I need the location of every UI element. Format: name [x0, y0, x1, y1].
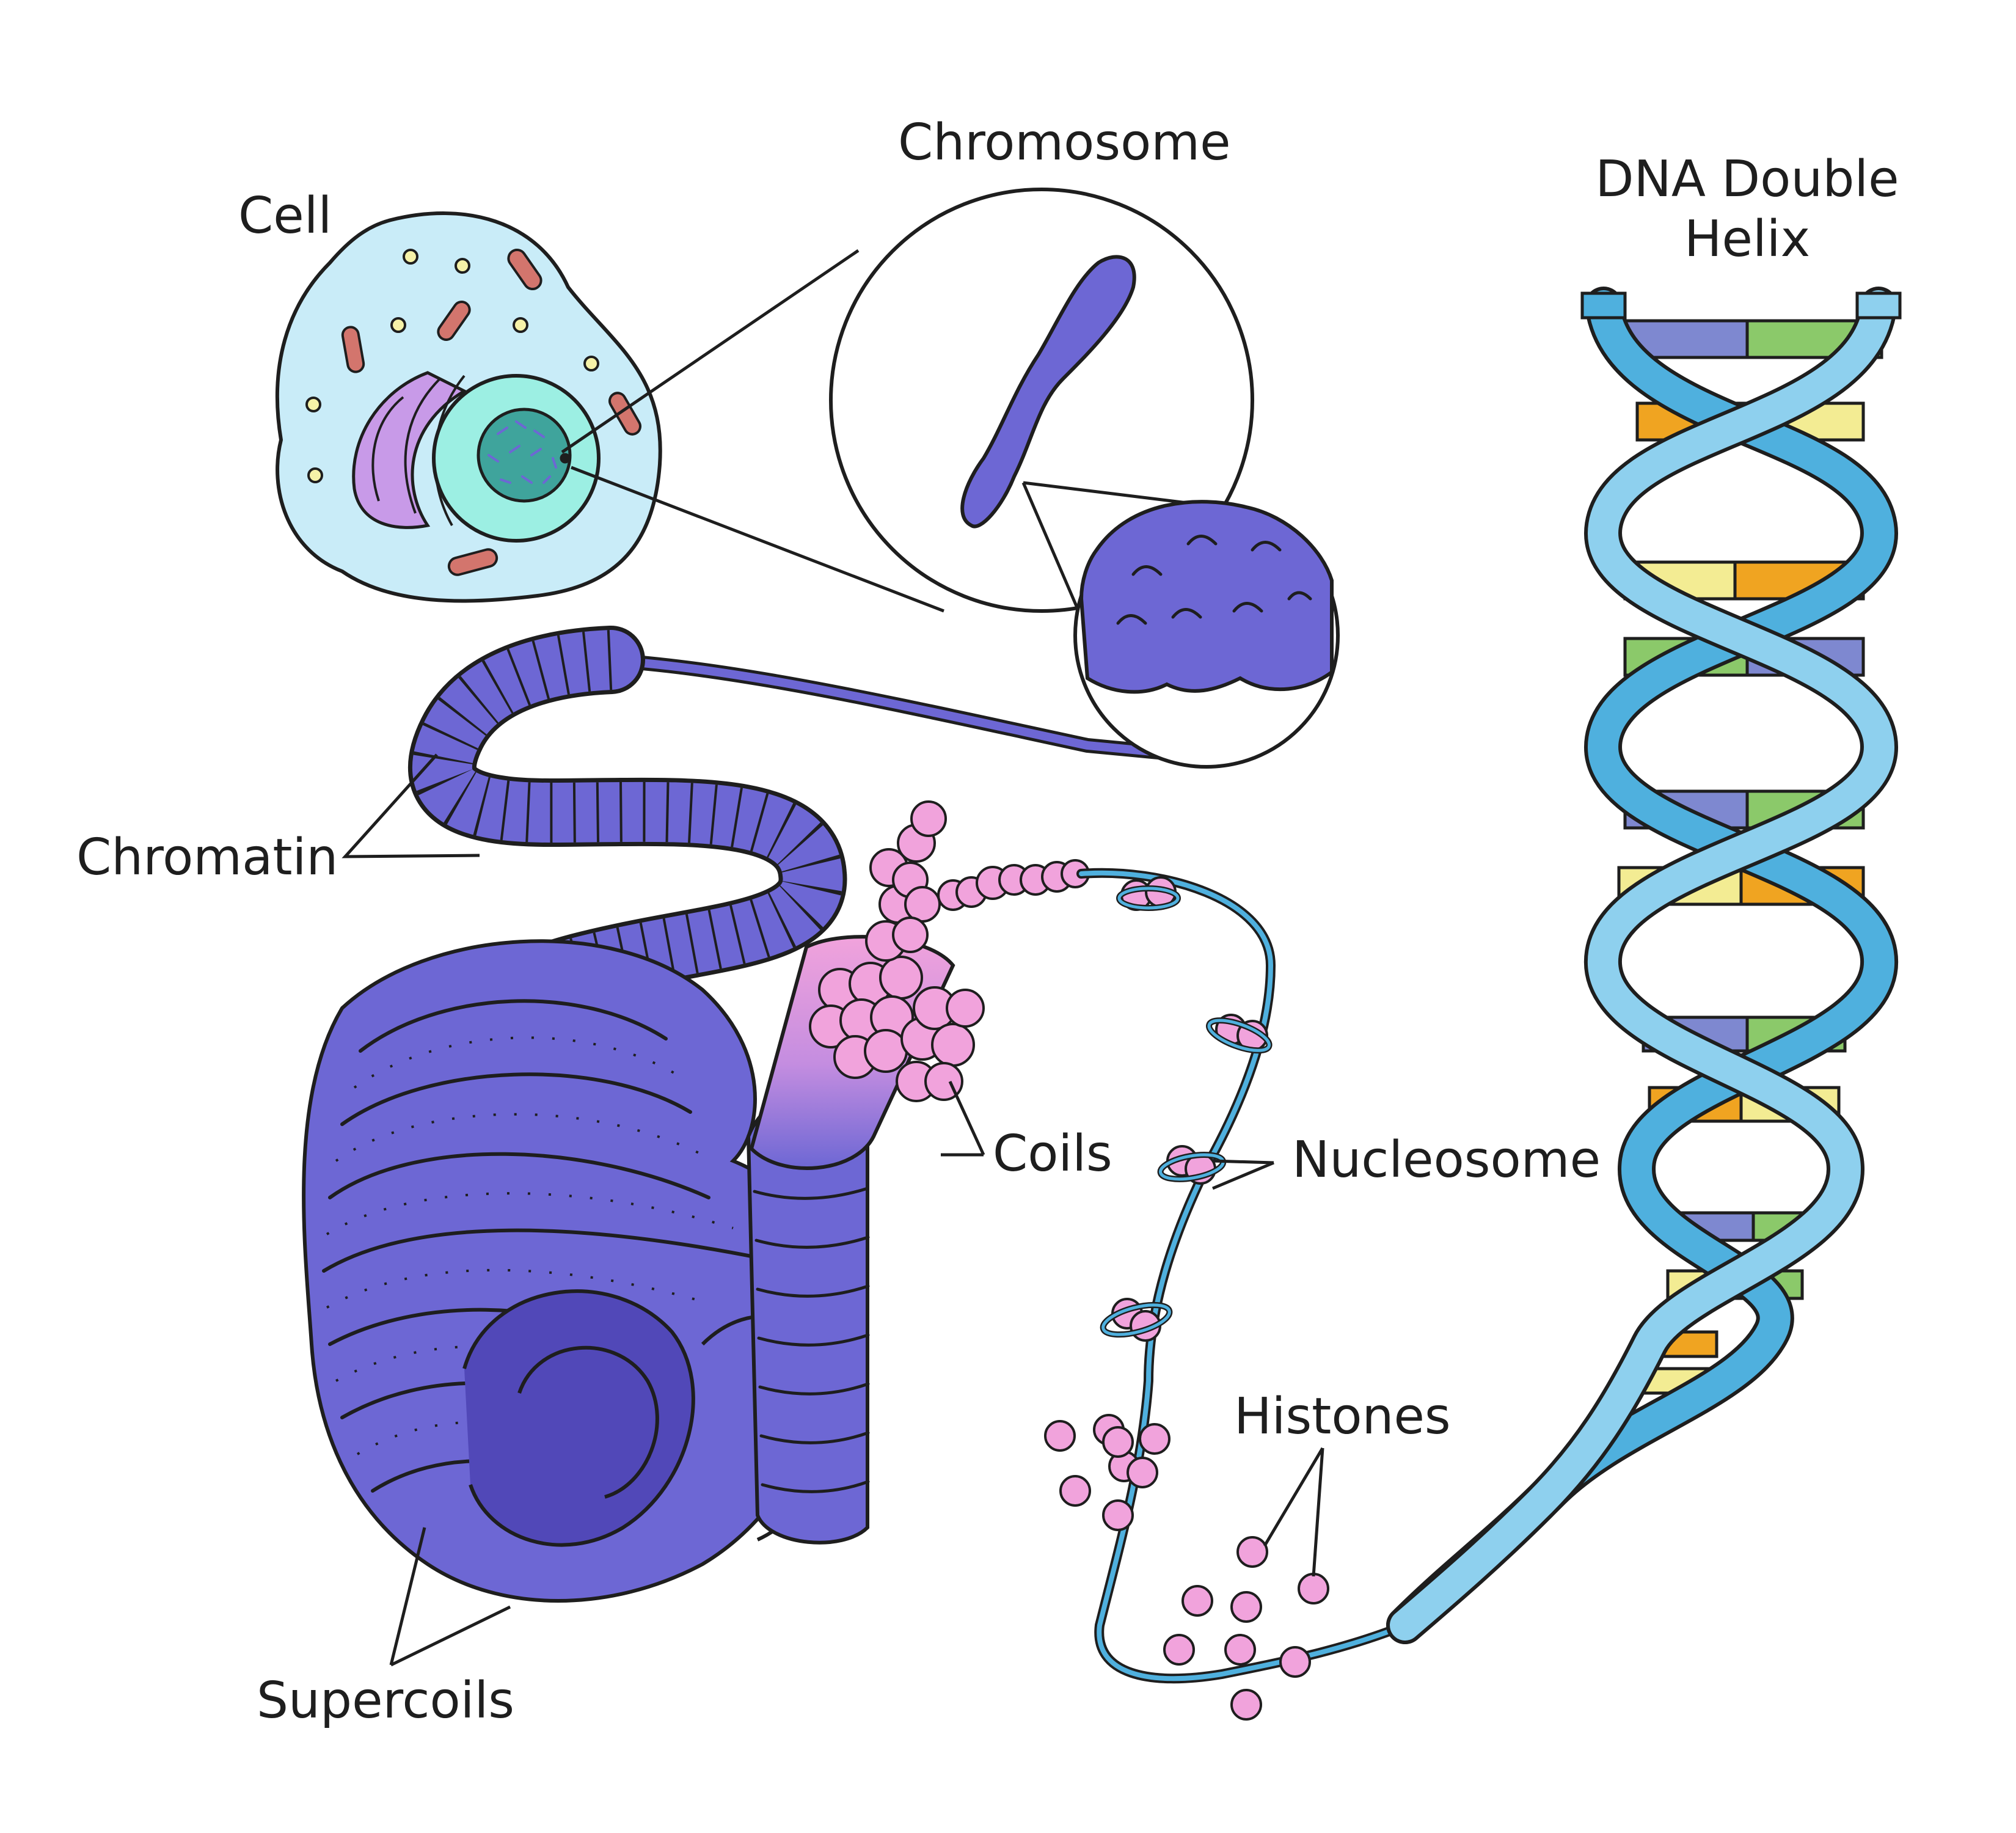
dna-strand-loop [1076, 868, 1520, 1684]
helix-backbone [1386, 287, 1899, 1644]
label-dna-double-helix: DNA Double Helix [1564, 150, 1930, 270]
label-dna-line1: DNA Double [1595, 150, 1899, 208]
pink-coils [809, 800, 1090, 1102]
nucleus-core [477, 408, 572, 503]
cell-illustration [275, 211, 662, 603]
chromatin-pointer [341, 753, 480, 858]
supercoil-mass [302, 939, 841, 1603]
nucleosome [1157, 1145, 1227, 1185]
nucleosome-pointer [1212, 1159, 1274, 1190]
label-cell: Cell [238, 187, 332, 245]
vesicles [305, 249, 599, 483]
nucleosome [1206, 1014, 1273, 1054]
magnified-chromosome-circle [1073, 500, 1340, 769]
histones-pointer [1263, 1447, 1324, 1577]
coils-pointer [941, 1080, 985, 1157]
nucleosome [1100, 1298, 1173, 1342]
chromosome-shape [960, 255, 1136, 529]
label-histones: Histones [1234, 1388, 1451, 1446]
label-coils: Coils [993, 1125, 1112, 1183]
helix-tips [1580, 291, 1902, 320]
nucleosome-beads [1100, 876, 1273, 1342]
histone-beads [1044, 1414, 1329, 1721]
golgi-apparatus [352, 371, 468, 529]
dna-double-helix [1386, 287, 1902, 1644]
label-nucleosome: Nucleosome [1292, 1131, 1601, 1189]
chromosome-zoom-circle [829, 188, 1254, 613]
label-chromosome: Chromosome [898, 114, 1231, 172]
label-dna-line2: Helix [1684, 210, 1811, 269]
label-chromatin: Chromatin [76, 829, 338, 887]
nucleosome [1116, 876, 1181, 911]
mitochondria [341, 248, 641, 576]
nucleus-chromatin-strands [488, 420, 557, 484]
label-supercoils: Supercoils [257, 1672, 514, 1730]
zoom-lines-cell-to-chromosome [560, 249, 944, 613]
magnified-chromosome-surface [1079, 500, 1334, 694]
pointer-lines [341, 753, 1324, 1667]
supercoils-pointer [389, 1527, 511, 1667]
